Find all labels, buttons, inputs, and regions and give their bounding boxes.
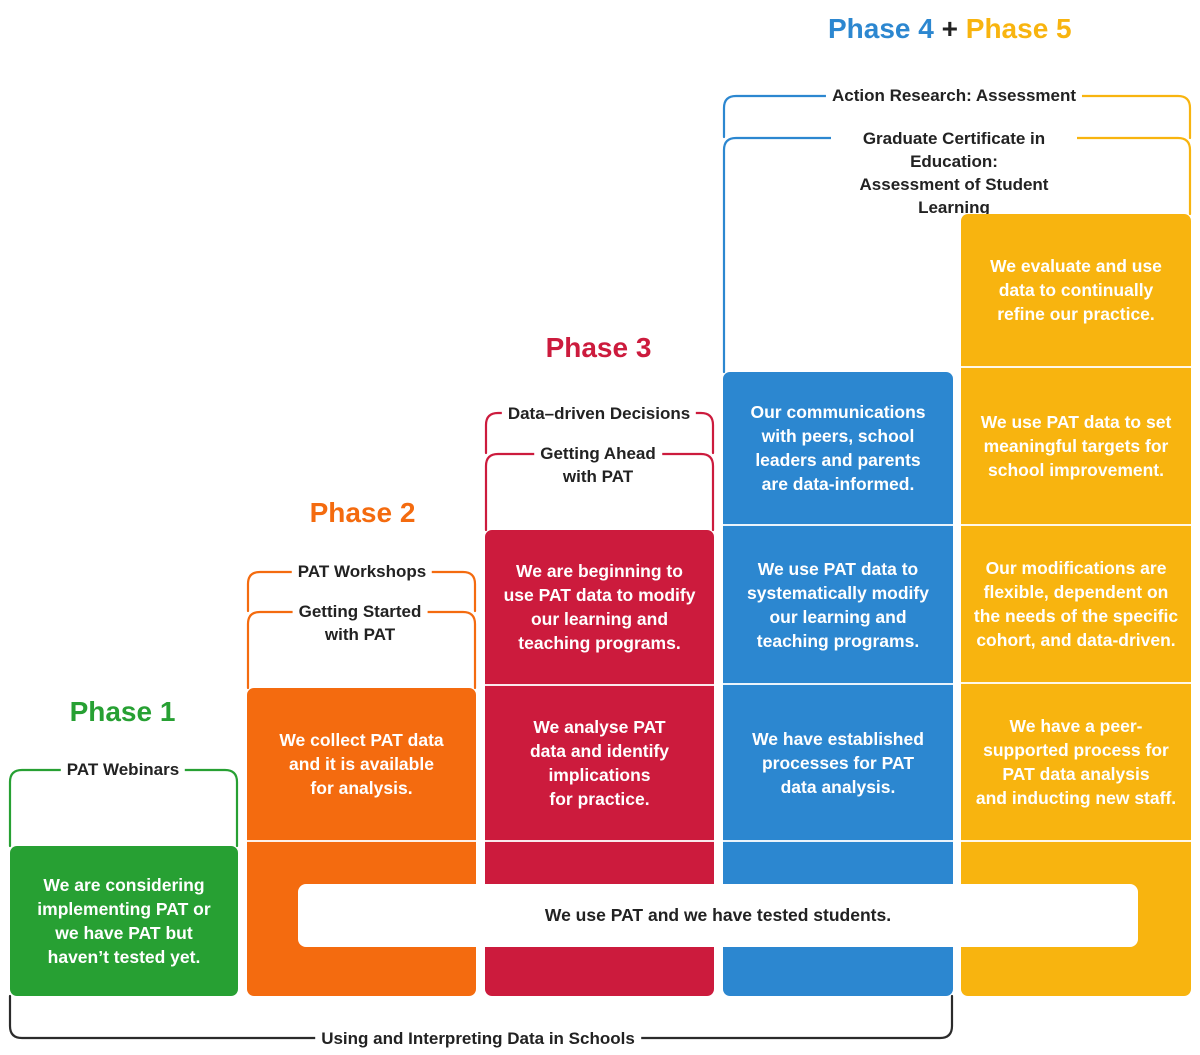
statement-evaluate: We evaluate and use data to continually … [990, 256, 1162, 324]
divider [485, 840, 714, 842]
label-getting-started: Getting Started with PAT [292, 600, 428, 646]
bracket-pat-webinars [8, 768, 239, 848]
statement-analyse: We analyse PAT data and identify implica… [529, 717, 670, 809]
bracket-grad-cert-left [722, 136, 957, 374]
label-getting-ahead: Getting Ahead with PAT [534, 442, 662, 488]
statement-systematic: We use PAT data to systematically modify… [747, 558, 929, 651]
phase3-title: Phase 3 [545, 332, 652, 363]
tested-banner: We use PAT and we have tested students. [298, 884, 1138, 947]
divider [961, 524, 1191, 526]
divider [961, 840, 1191, 842]
statement-established: We have established processes for PAT da… [752, 728, 924, 797]
phase1-title: Phase 1 [69, 696, 176, 727]
phase2-title: Phase 2 [309, 497, 416, 528]
label-pat-webinars: PAT Webinars [60, 758, 186, 781]
bracket-action-research-right [953, 94, 1192, 140]
phase1-column: We are considering implementing PAT or w… [10, 846, 238, 996]
label-grad-cert: Graduate Certificate in Education: Asses… [831, 127, 1077, 219]
label-action-research: Action Research: Assessment [825, 84, 1083, 107]
label-data-driven: Data–driven Decisions [501, 402, 697, 425]
divider [961, 682, 1191, 684]
phase45-title: Phase 4 + Phase 5 [828, 13, 1072, 45]
phase5-title: Phase 5 [965, 13, 1072, 44]
label-pat-workshops: PAT Workshops [291, 560, 433, 583]
statement-beginning: We are beginning to use PAT data to modi… [503, 561, 696, 653]
divider [485, 684, 714, 686]
label-using-interpreting: Using and Interpreting Data in Schools [315, 1027, 641, 1050]
bracket-action-research-left [722, 94, 957, 139]
statement-communications: Our communications with peers, school le… [750, 402, 926, 494]
statement-considering: We are considering implementing PAT or w… [37, 875, 211, 967]
phase4-title: Phase 4 [828, 13, 934, 44]
phase2-column: We collect PAT data and it is available … [247, 688, 476, 996]
statement-modifications: Our modifications are flexible, dependen… [973, 558, 1179, 650]
divider [723, 524, 953, 526]
divider [961, 366, 1191, 368]
divider [247, 840, 476, 842]
divider [723, 683, 953, 685]
phase-plus: + [941, 13, 958, 44]
statement-targets: We use PAT data to set meaningful target… [980, 412, 1172, 480]
phase5-column: We evaluate and use data to continually … [961, 214, 1191, 996]
bracket-grad-cert-right [953, 136, 1192, 216]
statement-peer: We have a peer- supported process for PA… [975, 716, 1177, 808]
statement-collect: We collect PAT data and it is available … [279, 730, 444, 798]
divider [723, 840, 953, 842]
